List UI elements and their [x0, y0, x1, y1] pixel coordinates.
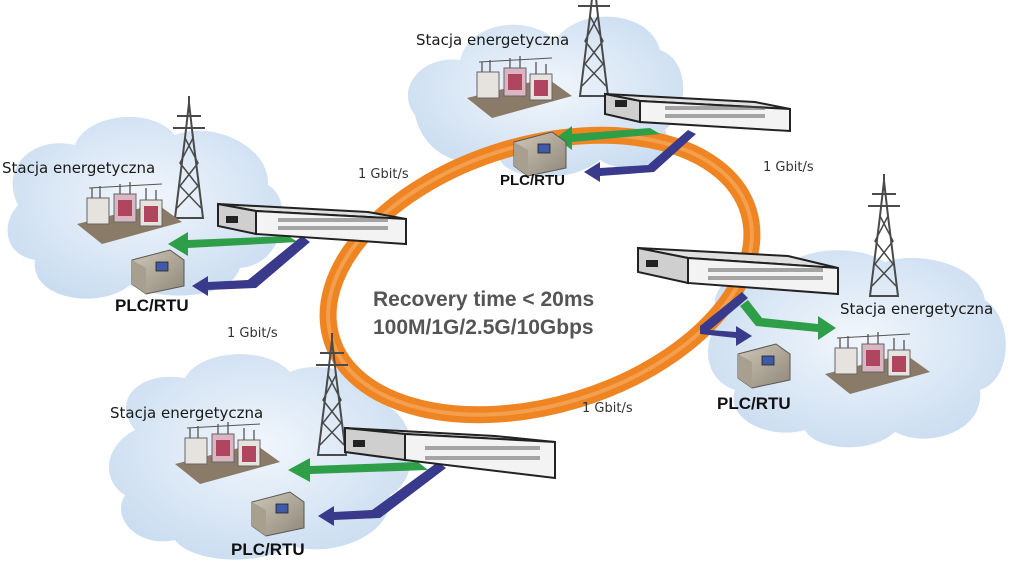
network-switch-bottom	[344, 426, 556, 480]
link-speed-top-right: 1 Gbit/s	[763, 160, 814, 175]
plc-rtu-label-left: PLC/RTU	[115, 296, 189, 315]
station-label-top: Stacja energetyczna	[416, 31, 570, 49]
uplink-arrows	[168, 126, 836, 482]
plc-rtu-label-bottom: PLC/RTU	[231, 540, 305, 559]
station-label-right: Stacja energetyczna	[840, 300, 994, 318]
plc-rtu-label-right: PLC/RTU	[717, 394, 791, 413]
plc-rtu-label-top: PLC/RTU	[500, 172, 565, 189]
station-label-left: Stacja energetyczna	[2, 159, 156, 177]
link-speed-bottom: 1 Gbit/s	[582, 401, 633, 416]
network-switch-top	[604, 92, 791, 133]
network-switch-left	[217, 202, 407, 246]
link-speed-top-left: 1 Gbit/s	[358, 167, 409, 182]
recovery-time-text: Recovery time < 20ms	[373, 288, 595, 311]
downlink-arrows	[192, 130, 752, 526]
station-label-bottom: Stacja energetyczna	[110, 404, 264, 422]
network-switch-right	[637, 246, 839, 296]
link-speed-left: 1 Gbit/s	[227, 326, 278, 341]
bandwidth-text: 100M/1G/2.5G/10Gbps	[373, 316, 594, 339]
